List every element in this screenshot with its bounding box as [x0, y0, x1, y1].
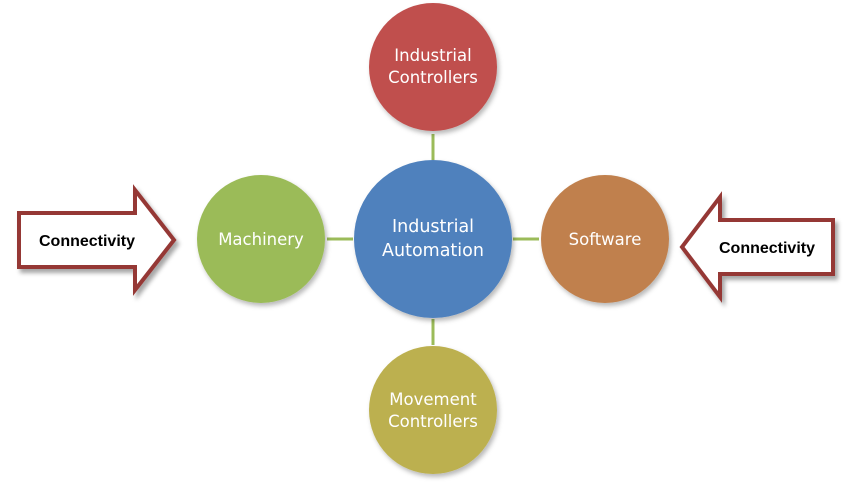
arrow-right-shape — [17, 184, 177, 296]
node-circle-left — [197, 175, 325, 303]
node-industrial-automation: Industrial Automation — [354, 160, 512, 318]
node-circle-top — [369, 3, 497, 131]
node-bottom-line1: Movement — [389, 390, 477, 409]
node-center-line1: Industrial — [392, 217, 474, 237]
node-industrial-controllers: Industrial Controllers — [369, 3, 497, 131]
node-right-label: Software — [569, 230, 642, 249]
node-top-line2: Controllers — [388, 68, 478, 87]
connectivity-arrow-right: Connectivity — [679, 191, 835, 303]
svg-text:Machinery: Machinery — [218, 230, 304, 249]
svg-text:Movement: Movement — [389, 390, 477, 409]
svg-text:Connectivity: Connectivity — [719, 240, 815, 257]
node-top-line1: Industrial — [394, 46, 471, 65]
svg-text:Software: Software — [569, 230, 642, 249]
svg-text:Automation: Automation — [382, 241, 484, 261]
arrow-left-label: Connectivity — [39, 233, 135, 250]
node-center-line2: Automation — [382, 241, 484, 261]
node-bottom-line2: Controllers — [388, 412, 478, 431]
node-movement-controllers: Movement Controllers — [369, 346, 497, 474]
svg-text:Controllers: Controllers — [388, 68, 478, 87]
svg-text:Industrial: Industrial — [392, 217, 474, 237]
arrow-right-label: Connectivity — [719, 240, 815, 257]
arrow-left-shape — [679, 191, 835, 303]
svg-text:Connectivity: Connectivity — [39, 233, 135, 250]
svg-text:Controllers: Controllers — [388, 412, 478, 431]
node-software: Software — [541, 175, 669, 303]
node-circle-right — [541, 175, 669, 303]
node-circle-bottom — [369, 346, 497, 474]
svg-text:Industrial: Industrial — [394, 46, 471, 65]
connectivity-arrow-left: Connectivity — [17, 184, 177, 296]
node-machinery: Machinery — [197, 175, 325, 303]
node-circle-center — [354, 160, 512, 318]
node-left-label: Machinery — [218, 230, 304, 249]
